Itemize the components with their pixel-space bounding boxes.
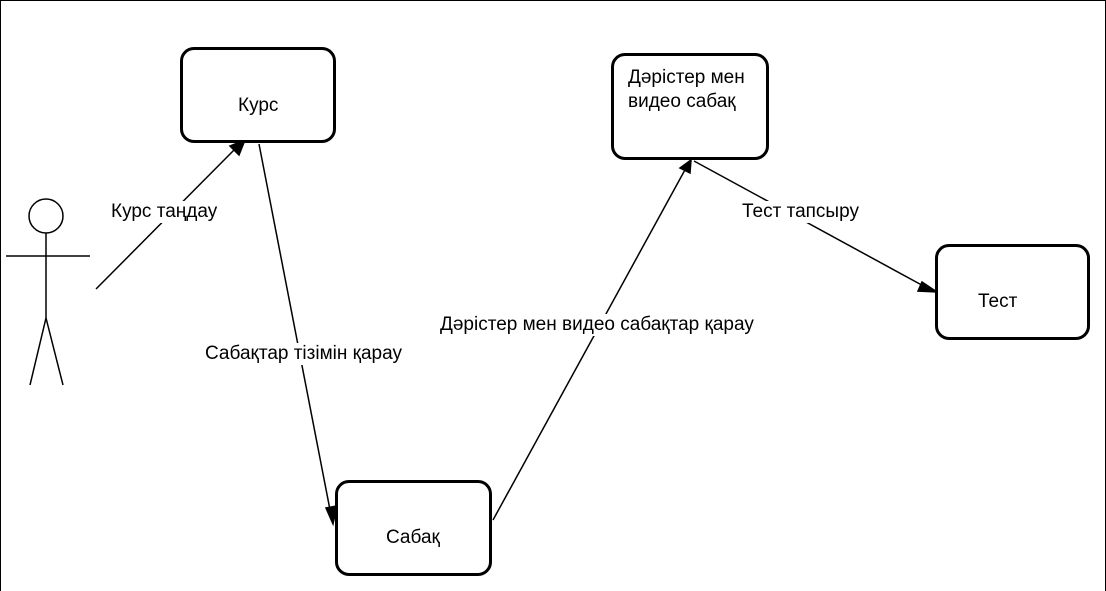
edge-label-choose-course: Курс таңдау [111,201,218,223]
node-test-label: Тест [978,291,1018,312]
node-lesson-label: Сабақ [386,527,440,548]
edge-label-view-lectures-videos: Дәрістер мен видео сабақтар қарау [440,314,754,336]
node-lectures-videos: Дәрістер мен видео сабақ [611,53,769,160]
node-lectures-label-line1: Дәрістер мен [628,67,745,88]
actor-head [28,198,64,234]
edge-view-lectures-videos [492,158,692,521]
actor-left-leg [29,317,47,386]
node-course: Курс [180,47,336,143]
edge-view-lesson-list [258,143,338,527]
edge-label-take-test: Тест тапсыру [742,201,859,223]
node-lesson: Сабақ [335,480,492,576]
edge-label-view-lesson-list: Сабақтар тізімін қарау [205,343,402,365]
node-lectures-label-line2: видео сабақ [628,91,736,112]
edge-take-test [693,160,940,293]
actor-figure [6,198,90,386]
node-test: Тест [935,244,1090,340]
actor-right-leg [45,317,64,386]
node-course-label: Курс [238,95,279,116]
